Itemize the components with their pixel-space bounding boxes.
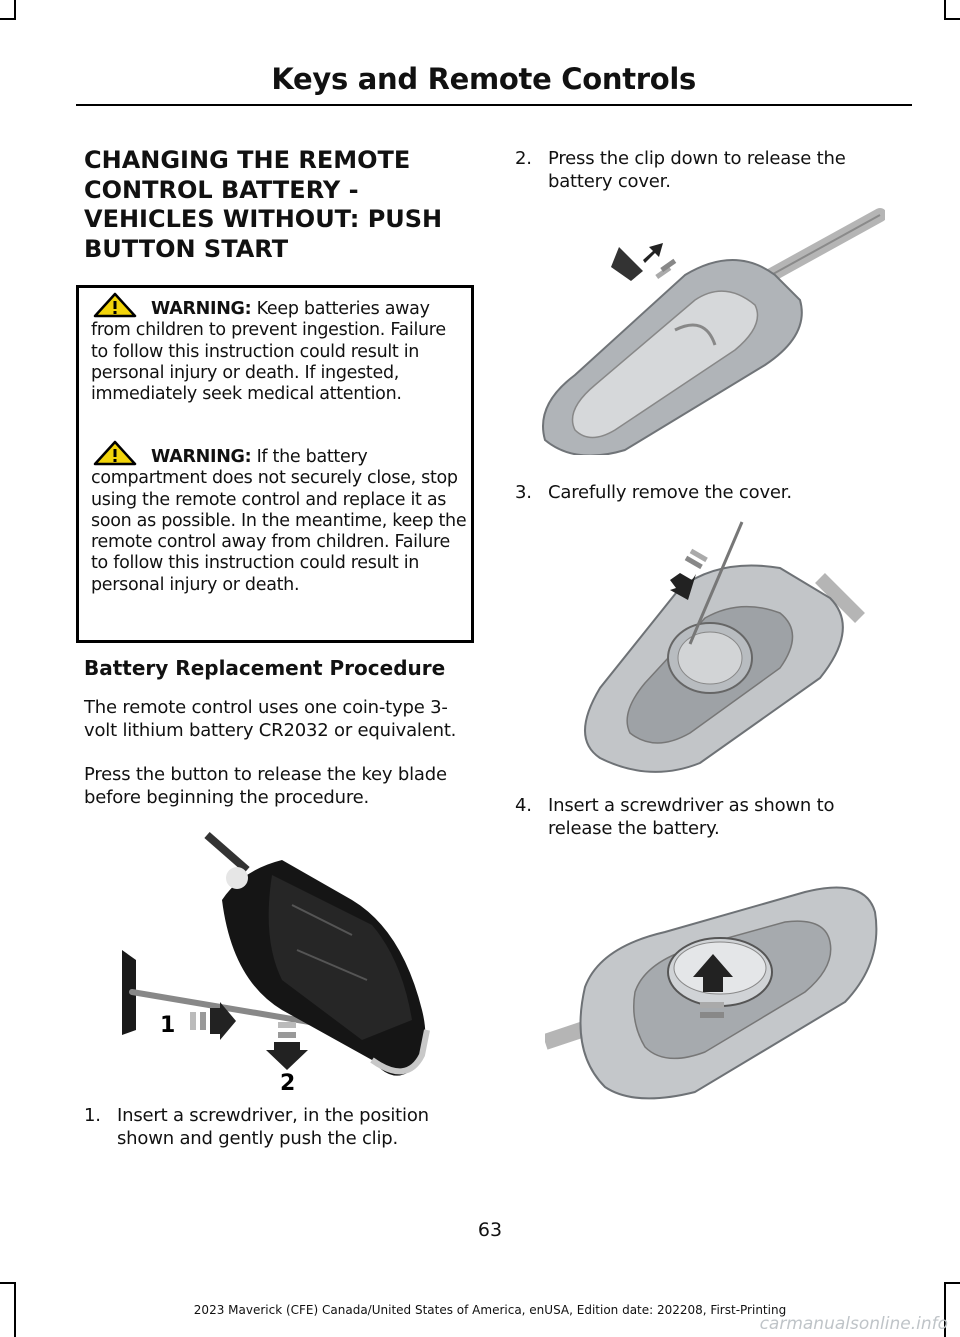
warning-box: WARNING: Keep batteries away from childr… — [76, 285, 474, 643]
crop-mark — [0, 18, 16, 20]
section-title: CHANGING THE REMOTE CONTROL BATTERY - VE… — [84, 146, 443, 263]
step-number: 3. — [515, 482, 532, 503]
warning-text: Keep batteries away from children to pre… — [91, 299, 446, 405]
crop-mark — [944, 1282, 946, 1337]
page-number: 63 — [477, 1219, 503, 1241]
warning-paragraph: WARNING: If the battery compartment does… — [91, 440, 467, 596]
crop-mark — [14, 1282, 16, 1337]
header-divider — [76, 104, 912, 106]
step-number: 4. — [515, 795, 532, 816]
watermark: carmanualsonline.info — [759, 1314, 948, 1334]
figure-key-fob-screwdriver: 1 2 — [122, 830, 452, 1092]
intro-paragraph: Press the button to release the key blad… — [84, 764, 447, 808]
warning-label: WARNING: — [151, 447, 252, 467]
warning-label: WARNING: — [151, 299, 252, 319]
crop-mark — [14, 0, 16, 20]
intro-paragraph: The remote control uses one coin-type 3-… — [84, 697, 457, 741]
warning-text: If the battery compartment does not secu… — [91, 447, 467, 595]
procedure-heading: Battery Replacement Procedure — [84, 656, 446, 680]
step-text: Insert a screwdriver as shown to release… — [548, 795, 835, 839]
crop-mark — [944, 0, 946, 20]
step-text: Carefully remove the cover. — [548, 482, 792, 503]
warning-triangle-icon — [93, 292, 137, 318]
callout-1: 1 — [160, 1013, 175, 1038]
crop-mark — [944, 1282, 960, 1284]
step-number: 2. — [515, 148, 532, 169]
warning-paragraph: WARNING: Keep batteries away from childr… — [91, 292, 467, 405]
step-text: Insert a screwdriver, in the position sh… — [117, 1105, 429, 1149]
footer-edition-text: 2023 Maverick (CFE) Canada/United States… — [193, 1303, 787, 1317]
crop-mark — [0, 1282, 16, 1284]
page-header-title: Keys and Remote Controls — [271, 62, 696, 96]
warning-triangle-icon — [93, 440, 137, 466]
figure-release-battery — [545, 852, 880, 1104]
figure-release-battery-cover — [535, 205, 885, 455]
callout-2: 2 — [280, 1071, 295, 1092]
step-number: 1. — [84, 1105, 101, 1126]
step-text: Press the clip down to release the batte… — [548, 148, 846, 192]
figure-remove-cover — [570, 518, 870, 776]
crop-mark — [944, 18, 960, 20]
